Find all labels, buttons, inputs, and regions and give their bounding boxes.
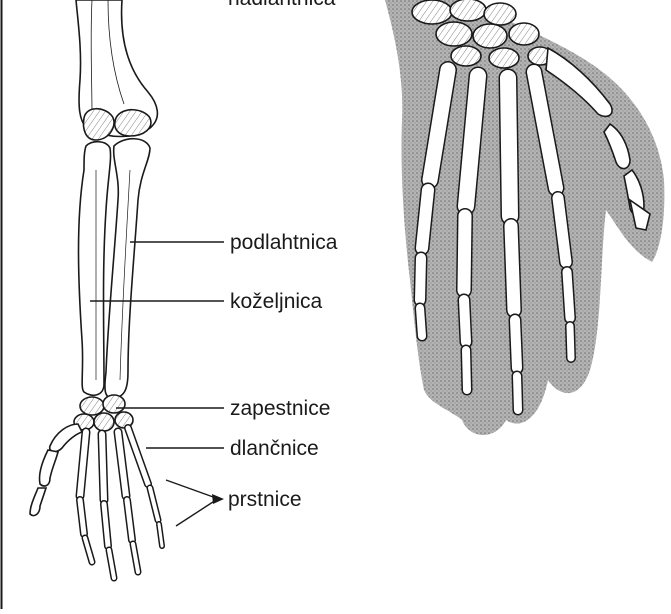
left-arm: [30, 0, 162, 578]
label-podlahtnica: podlahtnica: [230, 232, 337, 253]
ulna-bone: [79, 142, 111, 396]
label-dlancnice: dlančnice: [230, 438, 319, 459]
left-thumb: [30, 424, 82, 516]
left-fingers: [80, 428, 162, 578]
left-carpals: [74, 395, 133, 431]
arrowhead-prstnice: [212, 494, 224, 504]
leader-prstnice-2: [176, 500, 216, 526]
label-koseljnica: koželjnica: [230, 291, 322, 312]
label-nadlahtnica: nadlahtnica: [228, 0, 335, 9]
radius-bone: [105, 139, 150, 398]
leader-prstnice-1: [166, 480, 216, 498]
right-hand: [385, 0, 664, 435]
label-zapestnice: zapestnice: [230, 398, 330, 419]
label-prstnice: prstnice: [228, 489, 302, 510]
